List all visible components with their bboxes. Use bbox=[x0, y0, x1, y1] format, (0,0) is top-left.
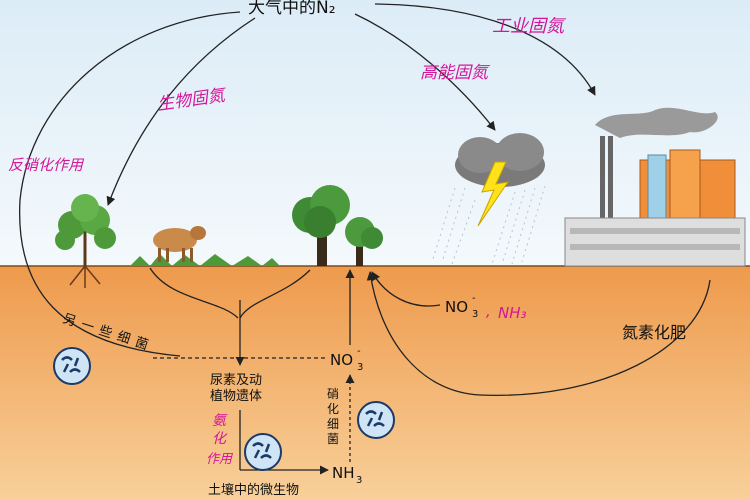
cow-head bbox=[190, 226, 206, 240]
nitrifying-bacteria-label: 细 bbox=[327, 417, 339, 431]
cow-remains-line bbox=[149, 267, 239, 319]
leaves bbox=[71, 194, 99, 222]
roots bbox=[69, 265, 101, 288]
cow-leg bbox=[190, 248, 193, 262]
lightning-fixation-label: 高能固氮 bbox=[420, 63, 491, 83]
no3-base: NO bbox=[445, 298, 468, 316]
cow-body bbox=[153, 228, 197, 252]
no3-right-label: NO 3 - bbox=[445, 293, 478, 320]
cloud bbox=[496, 133, 544, 171]
cow-leg bbox=[158, 248, 161, 262]
nitrifying-bacteria-label: 化 bbox=[327, 402, 339, 416]
no3-subscript: 3 bbox=[472, 309, 478, 320]
no3-superscript: - bbox=[357, 346, 361, 357]
tree-canopy bbox=[304, 206, 336, 238]
factory-base bbox=[564, 217, 746, 267]
no3-base: NO bbox=[330, 351, 353, 369]
ammonification-label: 作用 bbox=[206, 452, 234, 467]
fertilizer-arrow bbox=[366, 271, 711, 396]
chimney bbox=[600, 136, 605, 218]
atmospheric-n2-title: 大气中的N₂ bbox=[248, 0, 336, 18]
urea-remains-label: 尿素及动 bbox=[210, 373, 262, 388]
tree-remains-line bbox=[239, 269, 311, 319]
industrial-arrow bbox=[374, 3, 596, 96]
nh3-label: NH 3 bbox=[332, 464, 362, 486]
bacteria-icon bbox=[357, 401, 395, 439]
ammonification-label: 氨 bbox=[212, 413, 228, 429]
urea-remains-label: 植物遗体 bbox=[210, 389, 262, 404]
factory-stripe bbox=[570, 244, 740, 250]
no3-uptake-arrow bbox=[371, 271, 441, 307]
denitrification-arrow bbox=[18, 11, 241, 357]
tree-canopy bbox=[361, 227, 383, 249]
bacteria-icon bbox=[53, 347, 91, 385]
rain bbox=[431, 185, 546, 265]
smoke bbox=[595, 107, 718, 138]
no3-subscript: 3 bbox=[357, 362, 363, 373]
no3-middle-label: NO 3 - bbox=[330, 346, 363, 373]
chimney bbox=[608, 136, 613, 218]
nh3-handwritten-label: NH₃ bbox=[498, 304, 527, 322]
bush-plant bbox=[55, 194, 116, 288]
leaves bbox=[55, 230, 75, 250]
biological-fixation-arrow bbox=[106, 17, 256, 206]
nh3-subscript: 3 bbox=[356, 475, 362, 486]
denitrification-label: 反硝化作用 bbox=[8, 156, 85, 174]
ammonification-label: 化 bbox=[212, 431, 228, 447]
nitrifying-bacteria-label: 硝 bbox=[327, 387, 339, 401]
cloud bbox=[458, 137, 502, 173]
no3-superscript: - bbox=[472, 293, 476, 304]
cow-leg bbox=[166, 248, 169, 262]
industrial-fixation-label: 工业固氮 bbox=[492, 16, 567, 37]
cow-leg bbox=[182, 248, 185, 262]
leaves bbox=[94, 227, 116, 249]
tree-trunk bbox=[317, 228, 327, 266]
factory bbox=[564, 107, 746, 267]
factory-stripe bbox=[570, 228, 740, 234]
cow bbox=[153, 226, 206, 262]
nitrifying-bacteria-label: 菌 bbox=[327, 432, 339, 446]
fertilizer-label: 氮素化肥 bbox=[622, 323, 686, 342]
nh3-base: NH bbox=[332, 464, 355, 482]
tree-trunk bbox=[356, 240, 363, 266]
page-title: 大气中的N₂ bbox=[248, 0, 336, 18]
grass bbox=[130, 254, 280, 266]
storm-cloud bbox=[431, 133, 546, 265]
soil-microbes-label: 土壤中的微生物 bbox=[208, 482, 299, 498]
lightning-bolt-icon bbox=[477, 161, 510, 227]
lightning-arrow bbox=[354, 13, 496, 131]
bacteria-icon bbox=[244, 433, 282, 471]
trees bbox=[292, 185, 383, 266]
soil bbox=[0, 266, 750, 500]
comma-mark: , bbox=[486, 302, 491, 320]
